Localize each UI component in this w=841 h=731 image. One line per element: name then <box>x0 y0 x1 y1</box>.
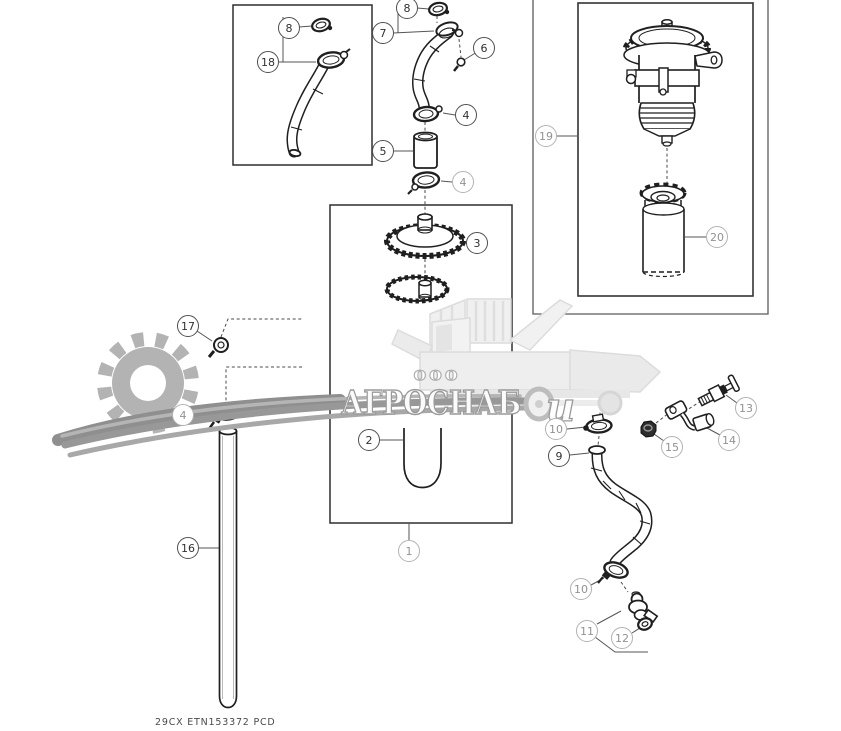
callout-4: 4 <box>452 171 474 193</box>
dipstick-tube-group <box>207 337 242 709</box>
callout-4: 4 <box>455 104 477 126</box>
drain-hose-assembly <box>583 413 659 631</box>
breather-hose-detail <box>286 17 351 158</box>
callout-7: 7 <box>372 22 394 44</box>
watermark: ooo АГРОСНАБ u <box>52 298 662 458</box>
callout-15: 15 <box>661 436 683 458</box>
callout-11: 11 <box>576 620 598 642</box>
callout-3: 3 <box>466 232 488 254</box>
callout-18: 18 <box>257 51 279 73</box>
watermark-ooo: ooo <box>413 363 460 385</box>
callout-16: 16 <box>177 537 199 559</box>
callout-1: 1 <box>398 540 420 562</box>
callout-13: 13 <box>735 397 757 419</box>
callout-14: 14 <box>718 429 740 451</box>
sensor-bracket-group <box>640 374 740 438</box>
callout-10: 10 <box>570 578 592 600</box>
callout-17: 17 <box>177 315 199 337</box>
filter-inner-box <box>577 2 754 297</box>
drawing-code: 29CX ETN153372 PCD <box>155 717 276 728</box>
callout-2: 2 <box>358 429 380 451</box>
callout-19: 19 <box>535 125 557 147</box>
callout-8: 8 <box>278 17 300 39</box>
callout-5: 5 <box>372 140 394 162</box>
callout-6: 6 <box>473 37 495 59</box>
filter-assembly <box>623 19 723 278</box>
callout-4: 4 <box>172 404 194 426</box>
callout-20: 20 <box>706 226 728 248</box>
detail-box-18 <box>232 4 373 166</box>
vent-hose-assembly <box>407 1 466 195</box>
callout-12: 12 <box>611 627 633 649</box>
filler-cap-and-tube <box>384 213 466 489</box>
callout-10: 10 <box>545 418 567 440</box>
watermark-brand: АГРОСНАБ <box>341 383 521 422</box>
filter-outer-box <box>532 0 769 315</box>
callout-8: 8 <box>396 0 418 19</box>
callout-9: 9 <box>548 445 570 467</box>
